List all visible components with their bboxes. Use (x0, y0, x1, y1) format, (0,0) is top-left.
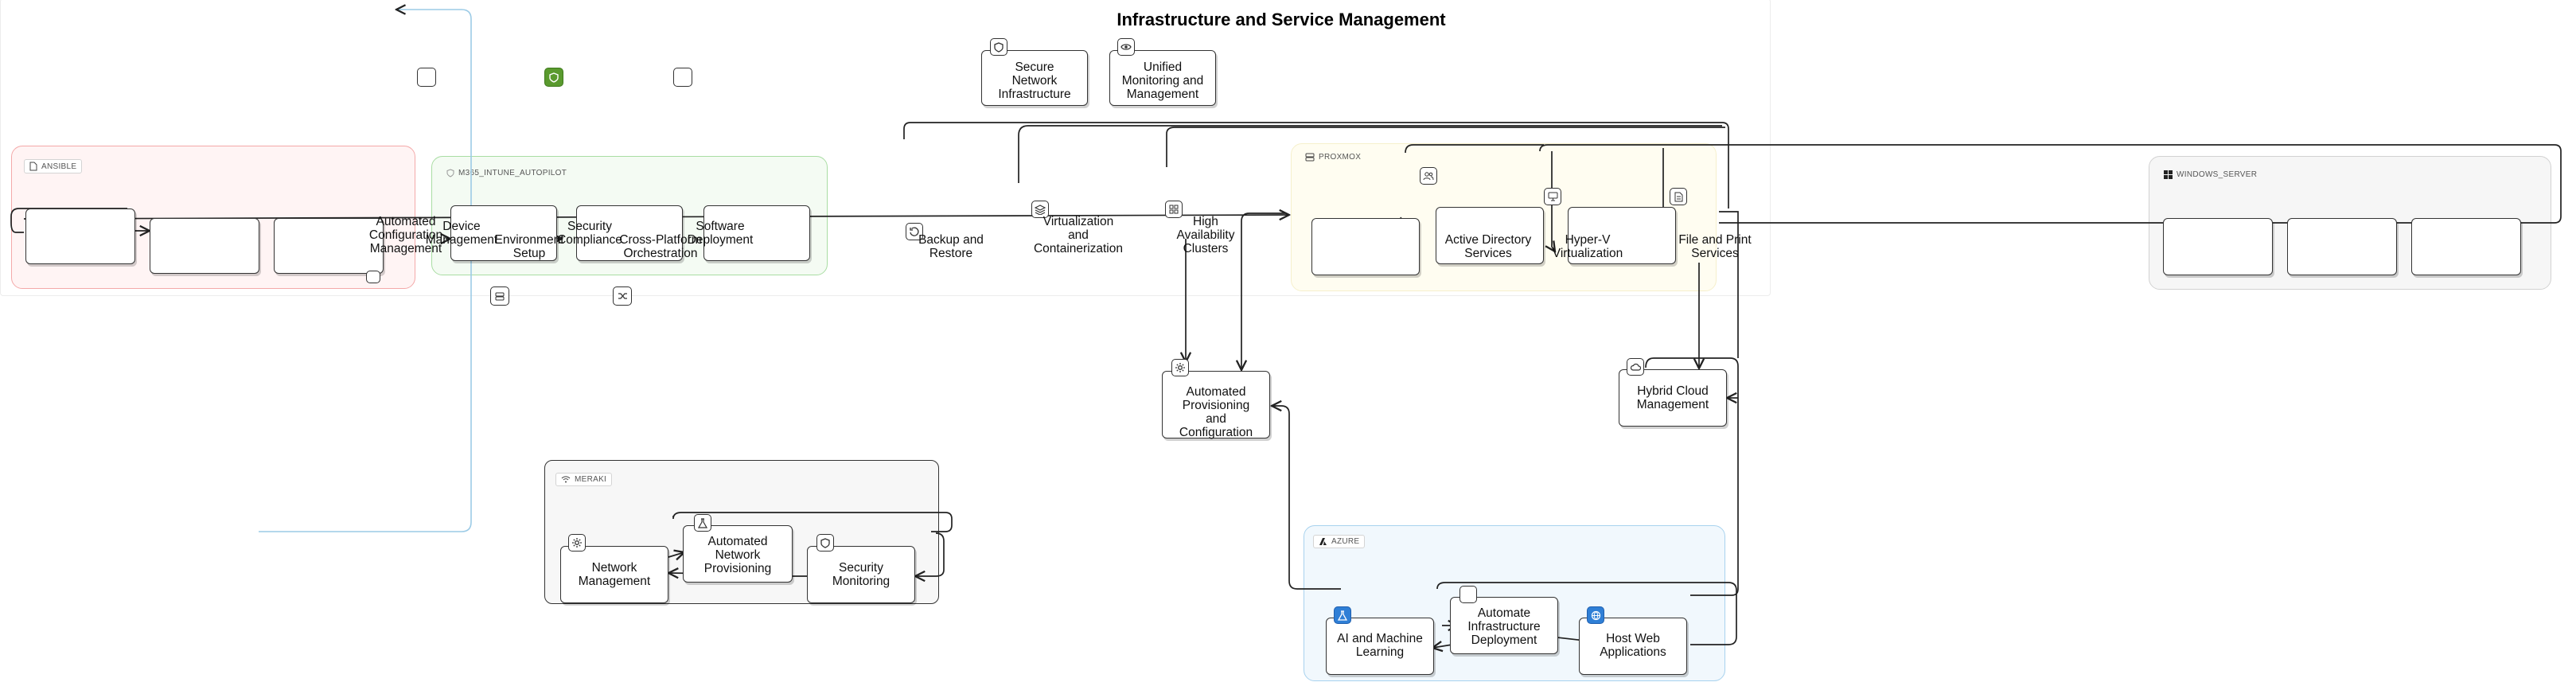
green-shield-icon[interactable] (544, 68, 563, 87)
node-auto-network-prov[interactable] (683, 525, 793, 583)
node-m365-3[interactable] (703, 205, 810, 261)
node-hyperv-label: Hyper-V Virtualization (1552, 233, 1623, 260)
shuffle-icon[interactable] (613, 286, 632, 306)
node-network-mgmt-label: Network Management (578, 561, 651, 588)
cloud-icon (1627, 358, 1644, 376)
node-windows-2[interactable] (2287, 218, 2397, 275)
node-m365-2[interactable] (576, 205, 683, 261)
flask-icon-meraki (694, 514, 711, 532)
node-windows-3[interactable] (2411, 218, 2521, 275)
node-host-web-label: Host Web Applications (1600, 632, 1666, 659)
azure-icon (1319, 538, 1327, 545)
node-env-setup-label: Environment Setup (494, 233, 564, 260)
shield-icon (990, 38, 1007, 56)
group-label-proxmox: PROXMOX (1300, 151, 1366, 163)
node-active-directory-label: Active Directory Services (1444, 233, 1532, 260)
flask-icon (1334, 606, 1351, 624)
file-icon (1670, 188, 1687, 205)
group-meraki-label: MERAKI (575, 475, 607, 484)
node-security-compliance-label: Security Compliance (557, 220, 622, 247)
node-software-deployment-label: Software Deployment (687, 220, 754, 247)
shield-icon-meraki (816, 534, 834, 552)
group-windows-label: WINDOWS_SERVER (2177, 170, 2258, 179)
server-icon (1305, 153, 1315, 162)
node-m365-1[interactable] (450, 205, 557, 261)
shield-icon (446, 169, 454, 177)
node-auto-provisioning[interactable] (1162, 371, 1270, 438)
node-secure-network[interactable] (981, 50, 1088, 106)
node-hybrid-cloud-label: Hybrid Cloud Management (1636, 384, 1709, 411)
layers-icon (1031, 201, 1049, 218)
node-auto-provisioning-label: Automated Provisioning and Configuration (1179, 385, 1253, 439)
group-ansible-label: ANSIBLE (41, 162, 77, 171)
node-ansible-1[interactable] (25, 209, 135, 264)
node-host-web[interactable] (1579, 618, 1687, 675)
wifi-icon (561, 476, 571, 483)
node-automated-config-label: Automated Configuration Management (368, 215, 443, 255)
node-hybrid-cloud[interactable] (1619, 369, 1727, 427)
square-icon-azure (1459, 586, 1477, 603)
node-device-mgmt-label: Device Management (425, 220, 498, 247)
monitor-icon (1544, 188, 1561, 205)
square-icon-3 (366, 271, 380, 283)
node-file-print-label: File and Print Services (1678, 233, 1752, 260)
node-cross-platform-label: Cross-Platform Orchestration (619, 233, 702, 260)
node-active-directory[interactable] (1436, 207, 1544, 264)
backup-icon (906, 223, 923, 240)
gear-icon (1171, 359, 1189, 376)
node-windows-1[interactable] (2163, 218, 2273, 275)
node-high-availability-label: High Availability Clusters (1176, 215, 1235, 255)
group-azure-label: AZURE (1331, 537, 1360, 546)
group-label-m365: M365_INTUNE_AUTOPILOT (442, 167, 571, 179)
group-label-ansible: ANSIBLE (24, 159, 83, 173)
group-label-meraki: MERAKI (555, 473, 613, 486)
node-ansible-2[interactable] (150, 218, 259, 274)
node-security-monitoring[interactable] (807, 546, 915, 603)
diagram-title: Infrastructure and Service Management (1117, 10, 1446, 29)
grid-icon (1165, 201, 1183, 218)
node-backup-restore-label: Backup and Restore (918, 233, 984, 260)
file-icon (29, 162, 37, 171)
gear-icon-meraki (568, 534, 586, 552)
node-ai-ml[interactable] (1326, 618, 1434, 675)
windows-icon (2164, 170, 2173, 179)
users-icon (1420, 167, 1437, 185)
globe-icon (1587, 606, 1604, 624)
node-ai-ml-label: AI and Machine Learning (1337, 632, 1423, 659)
node-auto-network-prov-label: Automated Network Provisioning (703, 535, 772, 575)
node-automate-infra-label: Automate Infrastructure Deployment (1467, 606, 1541, 647)
node-proxmox-1[interactable] (1311, 218, 1420, 275)
group-label-windows-server: WINDOWS_SERVER (2159, 169, 2262, 181)
node-network-mgmt[interactable] (560, 546, 668, 603)
square-icon[interactable] (417, 68, 436, 87)
node-unified-monitoring-label: Unified Monitoring and Management (1121, 60, 1204, 101)
group-label-azure: AZURE (1313, 535, 1366, 548)
group-m365-label: M365_INTUNE_AUTOPILOT (458, 169, 567, 177)
group-proxmox-label: PROXMOX (1319, 153, 1362, 162)
node-hyperv[interactable] (1568, 207, 1676, 264)
node-security-monitoring-label: Security Monitoring (832, 561, 890, 588)
eye-icon (1117, 38, 1135, 56)
square-icon-2[interactable] (673, 68, 692, 87)
node-virtualization-label: Virtualization and Containerization (1033, 215, 1123, 255)
node-automate-infra[interactable] (1450, 597, 1558, 654)
node-ansible-3[interactable] (274, 218, 384, 274)
node-unified-monitoring[interactable] (1109, 50, 1216, 106)
node-secure-network-label: Secure Network Infrastructure (998, 60, 1071, 101)
server-icon-m365[interactable] (490, 286, 509, 306)
